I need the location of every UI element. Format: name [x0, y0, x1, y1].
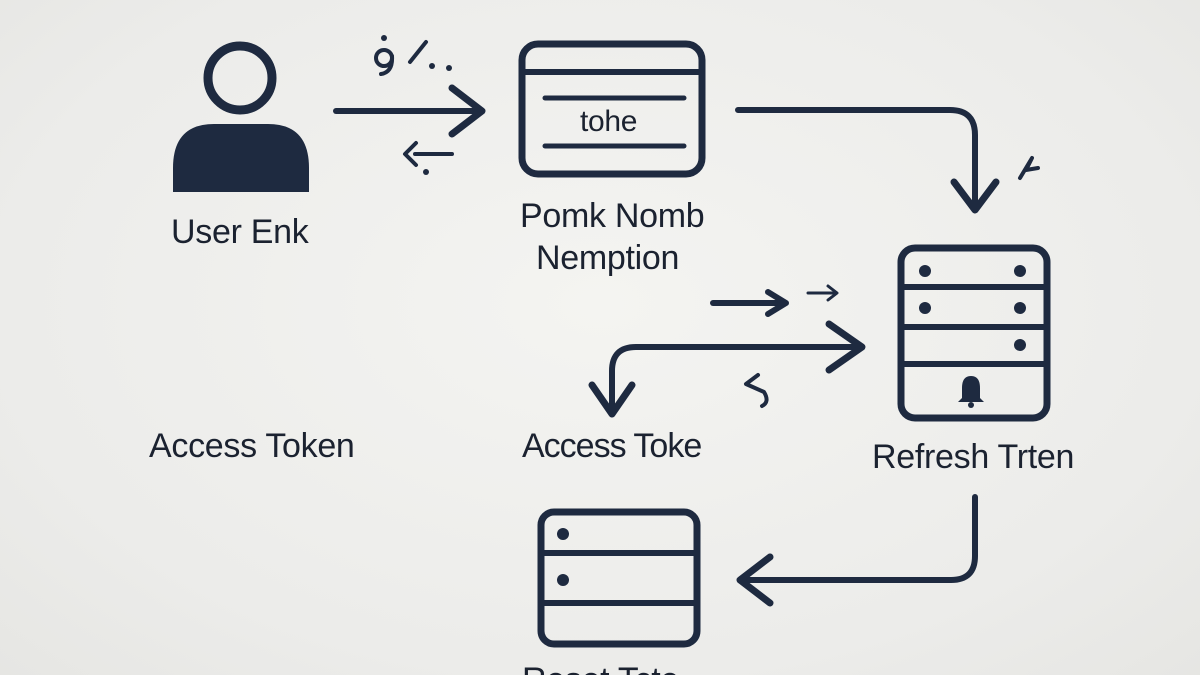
access-token-left-label: Access Token: [149, 427, 355, 465]
curl-mark-center: [744, 373, 769, 408]
form-to-server-arrow: [735, 107, 1000, 214]
server-rack-icon: [897, 244, 1051, 422]
form-label-line1: Pomk Nomb: [520, 197, 705, 235]
form-window-icon: [518, 40, 706, 178]
server-to-reset-arrow: [736, 494, 978, 607]
user-to-form-arrow: [333, 84, 486, 138]
server-rack-icon: [537, 508, 701, 648]
bell-icon: [958, 376, 984, 408]
back-small-arrow: [403, 141, 454, 175]
user-label: User Enk: [171, 213, 309, 251]
access-token-center-label: Access Toke: [522, 427, 702, 465]
curl-mark-right: [1018, 156, 1040, 180]
form-field-text: tohe: [580, 105, 638, 138]
small-right-arrow-icon: [806, 284, 839, 302]
server-to-access-token-arrow: [588, 320, 866, 418]
top-scribble-marks: [374, 35, 452, 76]
form-label-line2: Nemption: [536, 239, 680, 277]
user-icon: [173, 41, 309, 192]
to-server-small-arrow: [710, 289, 789, 317]
server-right-label: Refresh Trten: [872, 438, 1075, 476]
server-bottom-label: Reset Tcte: [522, 660, 679, 675]
